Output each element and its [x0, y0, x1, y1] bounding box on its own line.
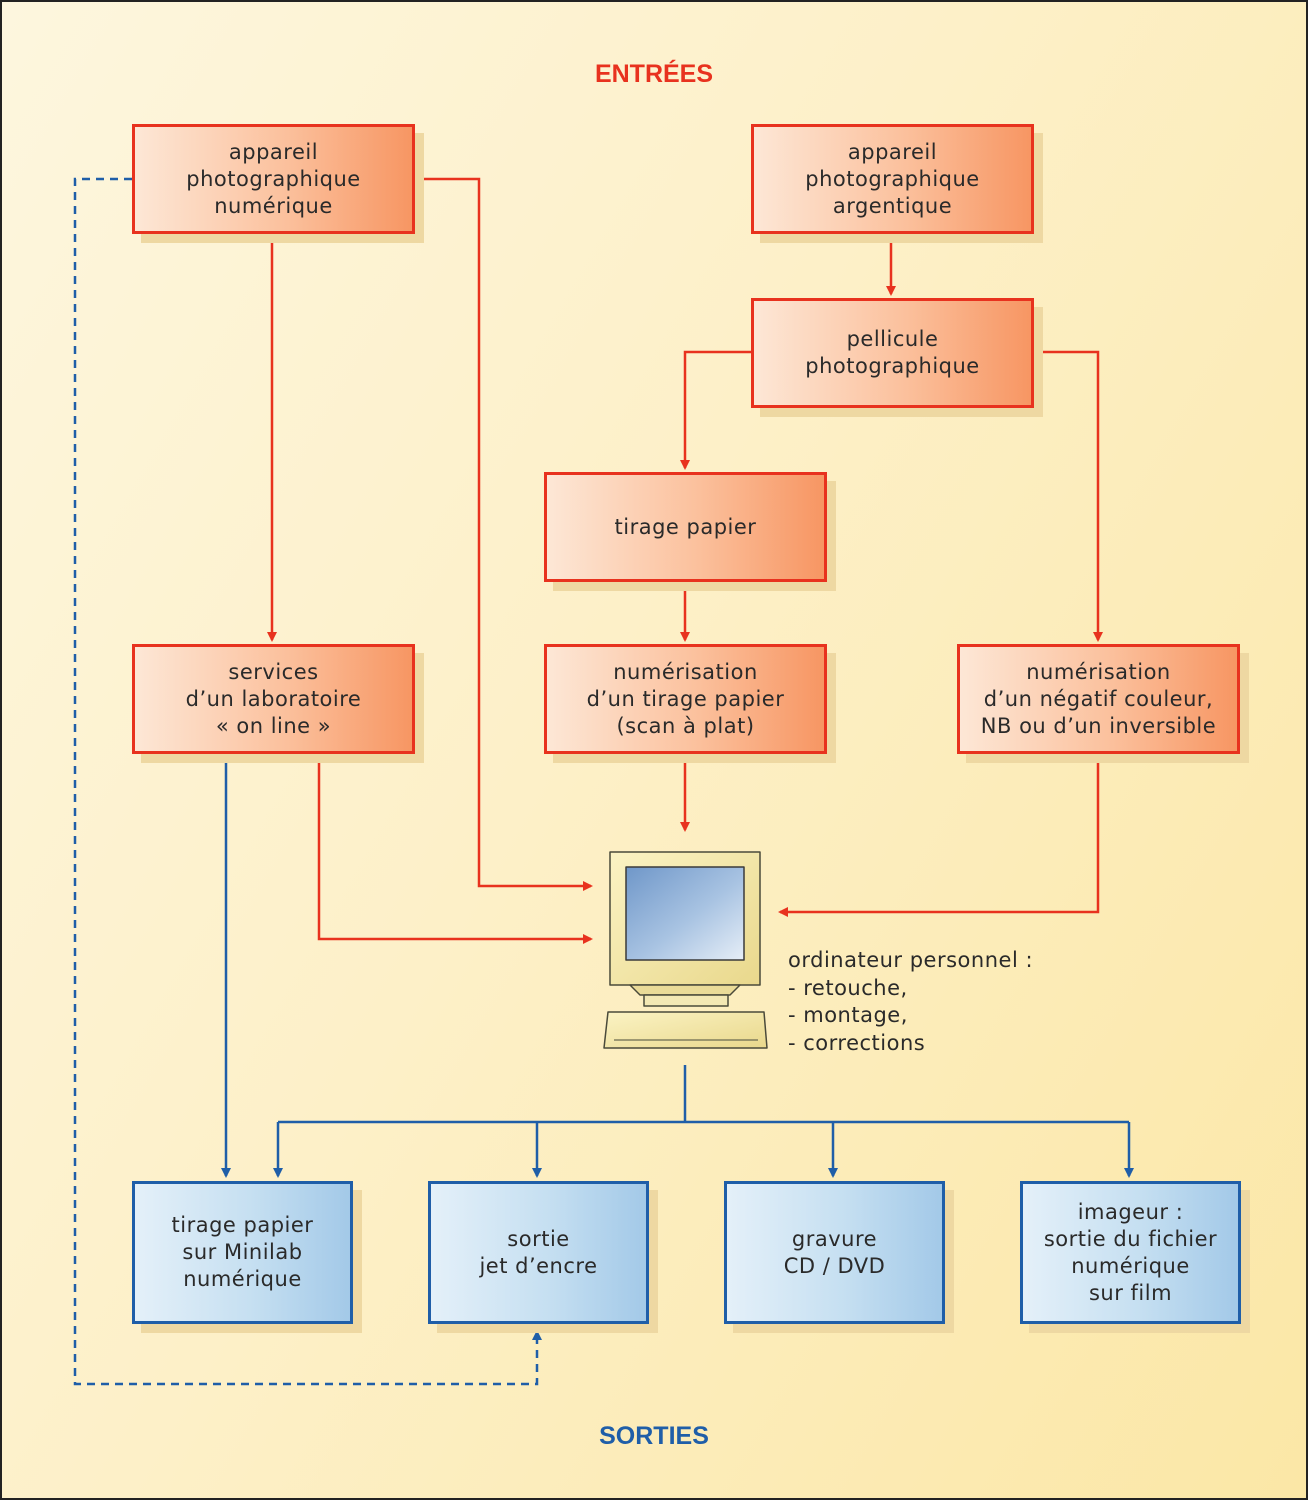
- arrow-film-to-paper-print: [680, 350, 752, 470]
- online-lab-box: services d’un laboratoire « on line »: [132, 644, 415, 754]
- inputs-heading: ENTRÉES: [594, 60, 714, 88]
- computer-task: - retouche,: [788, 975, 908, 1000]
- arrow-film-to-scan-negative: [1033, 350, 1103, 642]
- film-box: pellicule photographique: [751, 298, 1034, 408]
- scan-print-box: numérisation d’un tirage papier (scan à …: [544, 644, 827, 754]
- scan-negative-box: numérisation d’un négatif couleur, NB ou…: [957, 644, 1240, 754]
- personal-computer-icon: [603, 851, 768, 1049]
- arrow-digital-camera-to-inkjet-dashed: [73, 177, 542, 1386]
- outputs-heading: SORTIES: [599, 1422, 709, 1450]
- inkjet-box: sortie jet d’encre: [428, 1181, 649, 1324]
- burn-box: gravure CD / DVD: [724, 1181, 945, 1324]
- computer-task: - corrections: [788, 1030, 926, 1055]
- minilab-box: tirage papier sur Minilab numérique: [132, 1181, 353, 1324]
- film-camera-box: appareil photographique argentique: [751, 124, 1034, 234]
- arrow-digital-camera-to-computer: [414, 177, 593, 891]
- paper-print-box: tirage papier: [544, 472, 827, 582]
- computer-task: - montage,: [788, 1003, 908, 1027]
- arrow-scan-negative-to-computer: [778, 753, 1100, 917]
- output-distribution-bus: [278, 1065, 1129, 1124]
- imager-box: imageur : sortie du fichier numérique su…: [1020, 1181, 1241, 1324]
- digital-camera-box: appareil photographique numérique: [132, 124, 415, 234]
- arrow-online-lab-to-computer: [317, 753, 593, 944]
- computer-title: ordinateur personnel :: [788, 948, 1034, 972]
- computer-caption: ordinateur personnel : - retouche, - mon…: [788, 947, 1033, 1057]
